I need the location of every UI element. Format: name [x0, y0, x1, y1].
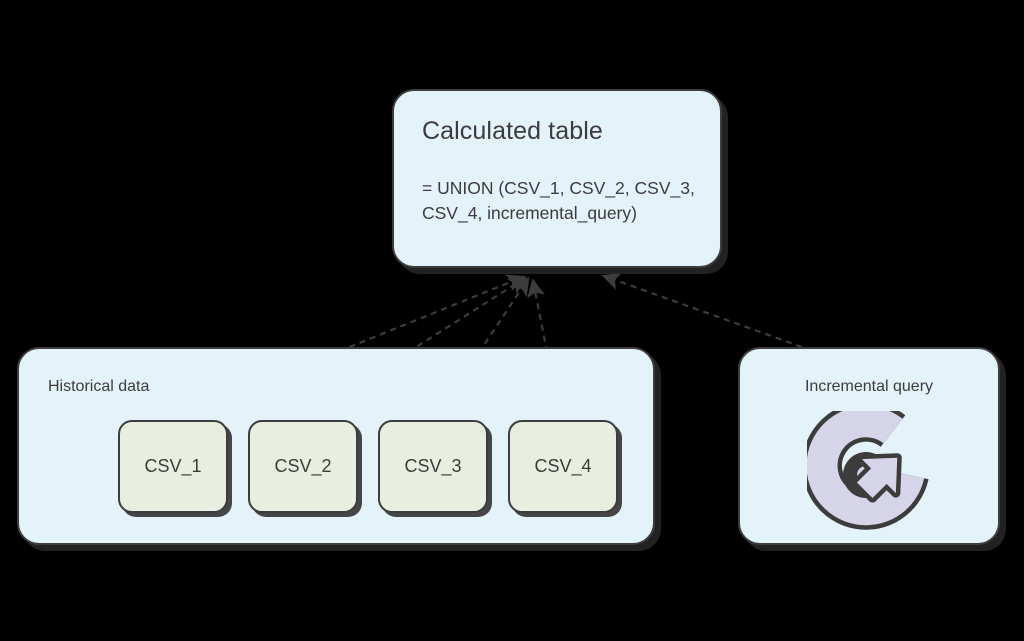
- edge-incremental-query-to-calculated-table: [601, 272, 803, 349]
- calculated-table-card[interactable]: Calculated table = UNION (CSV_1, CSV_2, …: [392, 89, 722, 268]
- calculated-table-title: Calculated table: [422, 117, 603, 145]
- refresh-sync-icon: [802, 401, 931, 533]
- csv-box-1[interactable]: CSV_1: [118, 420, 228, 513]
- incremental-query-card[interactable]: Incremental query: [738, 347, 1000, 545]
- csv-box-2[interactable]: CSV_2: [248, 420, 358, 513]
- csv-box-3[interactable]: CSV_3: [378, 420, 488, 513]
- historical-data-title: Historical data: [48, 378, 150, 395]
- incremental-query-title: Incremental query: [804, 378, 934, 395]
- calculated-table-formula: = UNION (CSV_1, CSV_2, CSV_3, CSV_4, inc…: [422, 178, 695, 223]
- csv-box-4[interactable]: CSV_4: [508, 420, 618, 513]
